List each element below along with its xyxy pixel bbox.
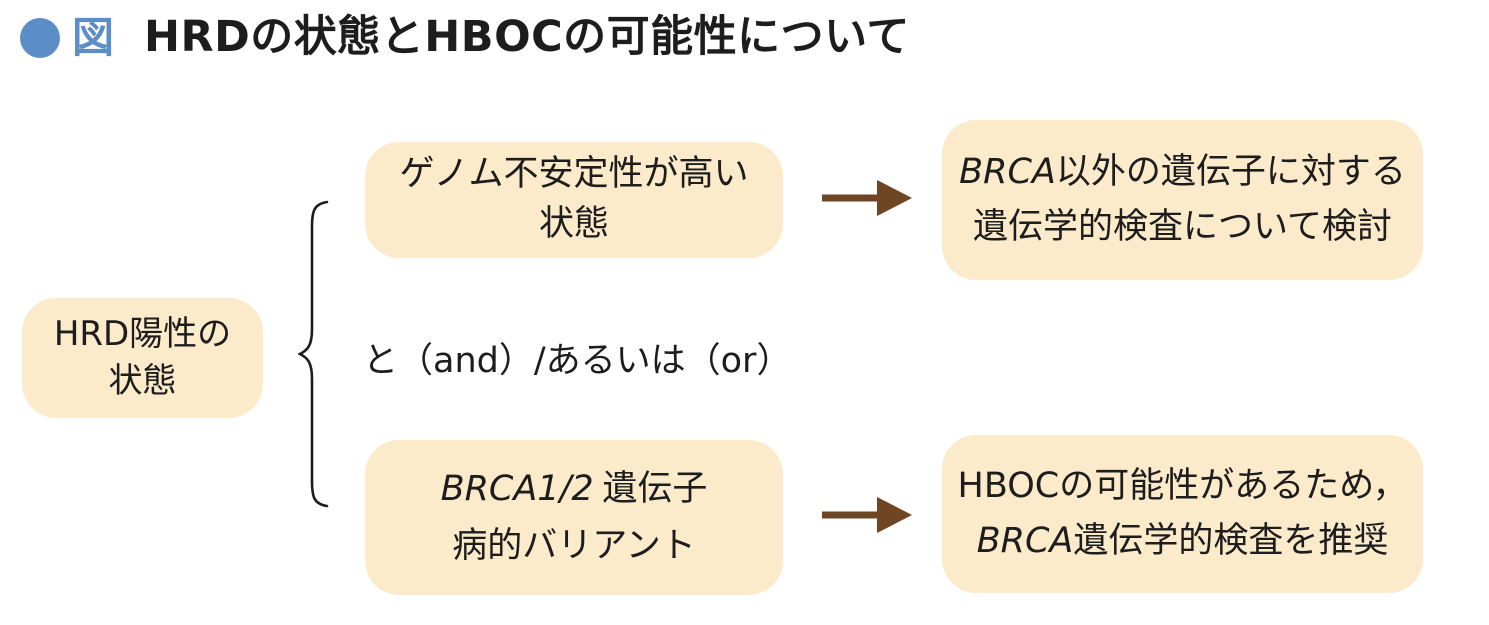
non-brca-test-line1: BRCA以外の遺伝子に対する	[959, 145, 1406, 200]
figure-header: 図 HRDの状態とHBOCの可能性について	[20, 16, 910, 59]
arrow-top-icon	[822, 180, 912, 216]
genome-instability-box: ゲノム不安定性が高い 状態	[365, 142, 783, 258]
non-brca-test-line1-rest: 以外の遺伝子に対する	[1055, 151, 1406, 192]
brca-variant-line2: 病的バリアント	[452, 525, 696, 566]
non-brca-test-box: BRCA以外の遺伝子に対する 遺伝学的検査について検討	[942, 120, 1423, 280]
brca12-gene-name: BRCA1/2	[440, 468, 594, 509]
genome-instability-line2: 状態	[538, 204, 609, 244]
hrd-positive-box: HRD陽性の 状態	[22, 298, 263, 418]
brca-gene-name: BRCA	[976, 521, 1074, 561]
non-brca-test-line2: 遺伝学的検査について検討	[973, 207, 1392, 247]
hrd-positive-line1: HRD陽性の	[53, 314, 232, 355]
figure-label: 図	[72, 12, 115, 62]
arrow-bottom-icon	[822, 497, 912, 533]
hrd-positive-line2: 状態	[108, 361, 177, 401]
hboc-recommend-box: HBOCの可能性があるため， BRCA遺伝学的検査を推奨	[942, 435, 1423, 593]
genome-instability-line1: ゲノム不安定性が高い	[399, 154, 749, 195]
curly-brace-icon	[298, 200, 329, 508]
page-title: HRDの状態とHBOCの可能性について	[144, 12, 910, 62]
hboc-recommend-line1: HBOCの可能性があるため，	[957, 465, 1408, 506]
and-or-label: と（and）/あるいは（or）	[363, 341, 792, 381]
hboc-recommend-line2-rest: 遺伝学的検査を推奨	[1073, 521, 1389, 561]
hboc-recommend-line2: BRCA遺伝学的検査を推奨	[977, 514, 1389, 569]
bullet-circle-icon	[20, 17, 60, 58]
brca-variant-line1-rest: 遺伝子	[602, 468, 708, 509]
brca-gene-name: BRCA	[959, 151, 1056, 192]
